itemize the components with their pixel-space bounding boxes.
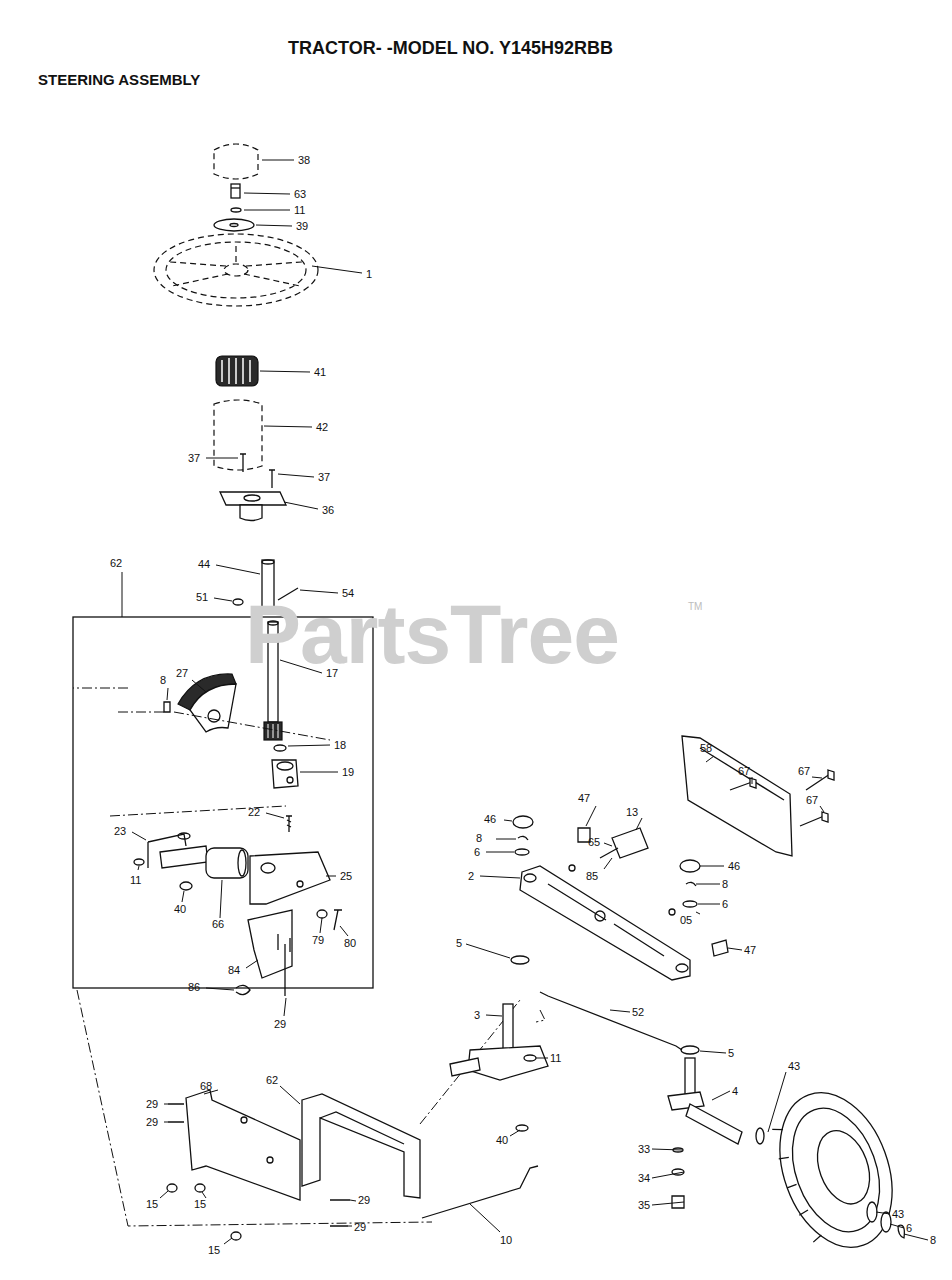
callout-number: 8 bbox=[476, 831, 482, 845]
callout-number: 34 bbox=[638, 1171, 650, 1185]
callout-number: 40 bbox=[174, 902, 186, 916]
callout-number: 65 bbox=[588, 835, 600, 849]
callout-number: 86 bbox=[188, 980, 200, 994]
callout-number: 58 bbox=[700, 741, 712, 755]
callout-number: 17 bbox=[326, 666, 338, 680]
callout-number: 11 bbox=[550, 1051, 561, 1065]
callout-number: 5 bbox=[456, 936, 462, 950]
callout-number: 05 bbox=[680, 913, 692, 927]
callout-number: 42 bbox=[316, 420, 328, 434]
callout-number: 67 bbox=[798, 764, 810, 778]
callout-number: 4 bbox=[732, 1084, 738, 1098]
callout-number: 44 bbox=[198, 557, 210, 571]
callout-number: 36 bbox=[322, 503, 334, 517]
callout-number: 13 bbox=[626, 805, 638, 819]
callout-number: 29 bbox=[358, 1193, 370, 1207]
callout-number: 6 bbox=[906, 1221, 912, 1235]
callout-number: 8 bbox=[722, 877, 728, 891]
callout-number: 43 bbox=[892, 1207, 904, 1221]
callout-number: 62 bbox=[110, 556, 122, 570]
callout-number: 27 bbox=[176, 666, 188, 680]
callout-number: 6 bbox=[474, 845, 480, 859]
callout-number: 29 bbox=[354, 1220, 366, 1234]
callout-number: 29 bbox=[274, 1017, 286, 1031]
callout-number: 23 bbox=[114, 824, 126, 838]
watermark: PartsTree bbox=[245, 586, 619, 682]
callout-number: 15 bbox=[194, 1197, 206, 1211]
callout-number: 11 bbox=[294, 203, 305, 217]
callout-number: 11 bbox=[130, 873, 141, 887]
callout-number: 46 bbox=[484, 812, 496, 826]
callout-number: 8 bbox=[160, 673, 166, 687]
callout-number: 15 bbox=[146, 1197, 158, 1211]
callout-number: 1 bbox=[366, 267, 372, 281]
callout-number: 39 bbox=[296, 219, 308, 233]
callout-number: 79 bbox=[312, 933, 324, 947]
callout-number: 37 bbox=[188, 451, 200, 465]
callout-number: 47 bbox=[744, 943, 756, 957]
callout-number: 29 bbox=[146, 1097, 158, 1111]
callout-number: 80 bbox=[344, 936, 356, 950]
callout-number: 46 bbox=[728, 859, 740, 873]
callout-number: 29 bbox=[146, 1115, 158, 1129]
callout-number: 41 bbox=[314, 365, 326, 379]
callout-number: 38 bbox=[298, 153, 310, 167]
callout-number: 67 bbox=[806, 793, 818, 807]
callout-number: 63 bbox=[294, 187, 306, 201]
callout-number: 15 bbox=[208, 1243, 220, 1257]
section-heading: STEERING ASSEMBLY bbox=[38, 71, 200, 89]
callout-number: 8 bbox=[930, 1233, 936, 1247]
callout-number: 10 bbox=[500, 1233, 512, 1247]
callout-number: 84 bbox=[228, 963, 240, 977]
trademark: TM bbox=[688, 601, 702, 613]
callout-number: 25 bbox=[340, 869, 352, 883]
callout-number: 51 bbox=[196, 590, 208, 604]
callout-number: 35 bbox=[638, 1198, 650, 1212]
callout-number: 52 bbox=[632, 1005, 644, 1019]
callout-number: 19 bbox=[342, 765, 354, 779]
callout-number: 67 bbox=[738, 764, 750, 778]
callout-number: 62 bbox=[266, 1073, 278, 1087]
callout-number: 40 bbox=[496, 1133, 508, 1147]
page-title: TRACTOR- -MODEL NO. Y145H92RBB bbox=[288, 37, 613, 59]
callout-number: 18 bbox=[334, 738, 346, 752]
callout-number: 2 bbox=[468, 869, 474, 883]
callout-number: 22 bbox=[248, 805, 260, 819]
callout-number: 3 bbox=[474, 1008, 480, 1022]
callout-number: 37 bbox=[318, 470, 330, 484]
callout-number: 43 bbox=[788, 1059, 800, 1073]
callout-number: 6 bbox=[722, 897, 728, 911]
callout-number: 33 bbox=[638, 1142, 650, 1156]
callout-number: 5 bbox=[728, 1046, 734, 1060]
callout-number: 66 bbox=[212, 917, 224, 931]
callout-number: 85 bbox=[586, 869, 598, 883]
callout-number: 47 bbox=[578, 791, 590, 805]
callout-number: 68 bbox=[200, 1079, 212, 1093]
